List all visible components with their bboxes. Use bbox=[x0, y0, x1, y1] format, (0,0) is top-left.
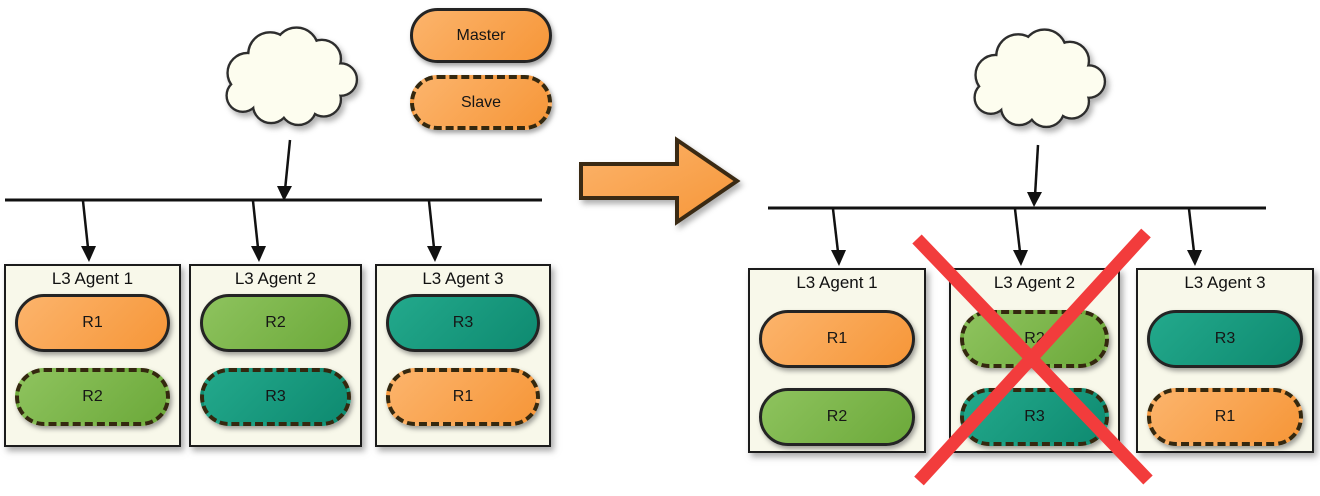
left-agent-3-router-master: R3 bbox=[386, 294, 540, 352]
right-agent-1-title: L3 Agent 1 bbox=[796, 273, 878, 292]
router-label: R1 bbox=[826, 330, 848, 347]
router-label: R2 bbox=[82, 388, 103, 405]
left-network-cloud-icon bbox=[225, 26, 359, 127]
router-label: R3 bbox=[1214, 330, 1236, 347]
right-cloud-arrowhead-icon bbox=[1027, 192, 1042, 207]
right-agent-3-router-slave: R1 bbox=[1147, 388, 1303, 446]
right-agent-1-router-master: R1 bbox=[759, 310, 915, 368]
left-agent-2-router-slave: R3 bbox=[200, 368, 351, 426]
left-cloud-arrowhead-icon bbox=[277, 186, 292, 201]
left-agent-1-title: L3 Agent 1 bbox=[51, 269, 134, 288]
router-label: R3 bbox=[265, 388, 286, 405]
legend-slave-pill: Slave bbox=[410, 75, 552, 130]
right-agent-1-router-promoted: R2 bbox=[759, 388, 915, 446]
router-label: R1 bbox=[1214, 408, 1236, 425]
left-agent-1-box: L3 Agent 1 R1 R2 bbox=[4, 264, 181, 447]
router-label: R3 bbox=[1024, 408, 1045, 425]
left-agent-1-router-slave: R2 bbox=[15, 368, 170, 426]
left-agent-2-title: L3 Agent 2 bbox=[234, 269, 317, 288]
router-label: R1 bbox=[82, 314, 103, 331]
router-label: R1 bbox=[452, 388, 474, 405]
right-agent-1-box: L3 Agent 1 R1 R2 bbox=[748, 268, 926, 453]
left-agent-2-router-master: R2 bbox=[200, 294, 351, 352]
right-agent-3-title: L3 Agent 3 bbox=[1184, 273, 1266, 292]
right-network-cloud-icon bbox=[973, 28, 1107, 129]
transition-arrow-icon bbox=[579, 136, 741, 226]
left-agent-3-title: L3 Agent 3 bbox=[422, 269, 504, 288]
right-agent-3-router-master: R3 bbox=[1147, 310, 1303, 368]
router-label: R3 bbox=[452, 314, 474, 331]
router-label: R2 bbox=[826, 408, 848, 425]
left-agent-1-router-master: R1 bbox=[15, 294, 170, 352]
legend-master-pill: Master bbox=[410, 8, 552, 63]
left-agent-3-box: L3 Agent 3 R3 R1 bbox=[375, 264, 551, 447]
router-label: R2 bbox=[265, 314, 286, 331]
legend-master-label: Master bbox=[456, 26, 506, 44]
legend-slave-label: Slave bbox=[460, 93, 502, 111]
right-agent-3-box: L3 Agent 3 R3 R1 bbox=[1136, 268, 1314, 453]
left-agent-3-router-slave: R1 bbox=[386, 368, 540, 426]
left-agent-2-box: L3 Agent 2 R2 R3 bbox=[189, 264, 362, 447]
right-agent-2-title: L3 Agent 2 bbox=[993, 273, 1076, 292]
